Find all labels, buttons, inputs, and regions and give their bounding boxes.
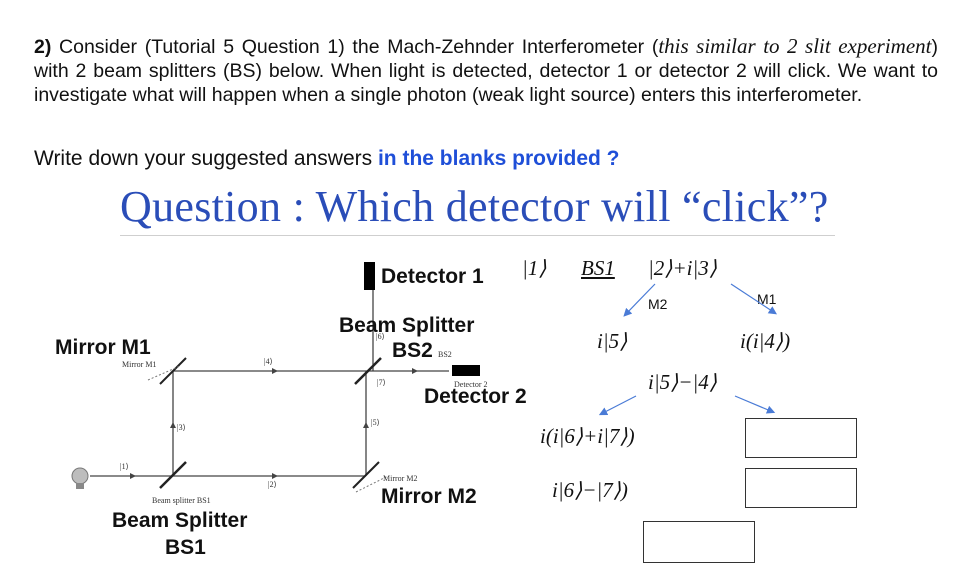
tree-state-right: i(i|4⟩): [740, 329, 791, 353]
small-label-path3: |3⟩: [177, 423, 186, 432]
tree-bs1-label: BS1: [581, 256, 615, 280]
bs1-splitter: [159, 461, 187, 489]
answer-blank-3[interactable]: [643, 521, 755, 563]
label-bs2-line2: BS2: [392, 339, 433, 362]
small-label-path1: |1⟩: [120, 462, 129, 471]
label-mirror-m2: Mirror M2: [381, 485, 477, 508]
label-detector1: Detector 1: [381, 265, 484, 288]
mirror-m2-icon: [352, 461, 389, 493]
detector2-icon: [452, 365, 480, 376]
instruction-text: Write down your suggested answers: [34, 147, 378, 170]
tree-branch-m2: M2: [648, 296, 668, 312]
light-source-icon: [71, 467, 89, 489]
tree-combined: i|5⟩−|4⟩: [648, 370, 717, 394]
bs2-splitter: [354, 357, 382, 385]
tree-expansion-1: i(i|6⟩+i|7⟩): [540, 424, 635, 448]
label-bs1-line1: Beam Splitter: [112, 509, 248, 532]
answer-blank-1[interactable]: [745, 418, 857, 458]
small-label-path7: |7⟩: [377, 378, 386, 387]
small-label-detector2: Detector 2: [454, 380, 488, 389]
small-label-path6: |6⟩: [376, 332, 385, 341]
tree-after-bs1: |2⟩+i|3⟩: [648, 256, 717, 280]
intro-text-a: Consider (Tutorial 5 Question 1) the Mac…: [59, 36, 659, 58]
small-label-bs2: BS2: [438, 350, 452, 359]
small-label-path2: |2⟩: [268, 480, 277, 489]
small-label-mirror-m1: Mirror M1: [122, 360, 157, 369]
mirror-m1-icon: [147, 357, 187, 385]
question-intro: 2) Consider (Tutorial 5 Question 1) the …: [34, 34, 938, 107]
label-mirror-m1: Mirror M1: [55, 336, 151, 359]
small-label-path5: |5⟩: [371, 418, 380, 427]
small-label-bs1: Beam splitter BS1: [152, 496, 211, 505]
intro-text-italic: this similar to 2 slit experiment: [658, 34, 932, 58]
title-divider: [120, 235, 835, 236]
answer-blank-2[interactable]: [745, 468, 857, 508]
small-label-path4: |4⟩: [264, 357, 273, 366]
instruction: Write down your suggested answers in the…: [34, 147, 619, 171]
instruction-highlight: in the blanks provided ?: [377, 147, 620, 170]
tree-expansion-2: i|6⟩−|7⟩): [552, 478, 628, 502]
label-bs1-line2: BS1: [165, 536, 206, 559]
beam-arrows: [130, 368, 418, 479]
small-label-mirror-m2: Mirror M2: [383, 474, 418, 483]
intro-text-b: ) with 2 beam splitters (BS) below. When…: [34, 36, 939, 106]
label-bs2-line1: Beam Splitter: [339, 314, 475, 337]
tree-root-ket: |1⟩: [522, 256, 547, 280]
label-detector2: Detector 2: [424, 385, 527, 408]
tree-branch-m1: M1: [757, 291, 777, 307]
tree-state-left: i|5⟩: [597, 329, 628, 353]
detector1-icon: [364, 262, 375, 290]
slide-title: Question : Which detector will “click”?: [120, 182, 829, 231]
question-number: 2): [34, 36, 52, 58]
